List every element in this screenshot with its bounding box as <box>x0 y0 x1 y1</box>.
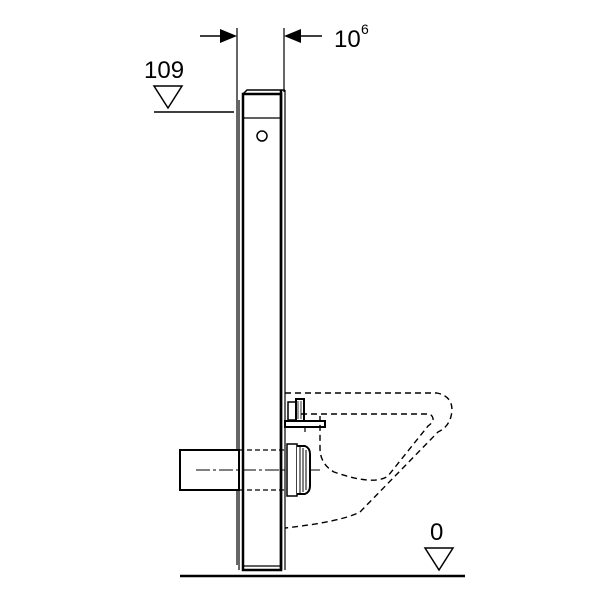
thickness-superscript: 6 <box>361 21 369 37</box>
height-triangle-icon <box>152 85 184 110</box>
height-marker: 109 <box>144 57 234 113</box>
flush-button-icon <box>256 130 268 142</box>
floor-triangle-icon <box>423 547 455 572</box>
water-connector <box>284 398 326 432</box>
floor-level-marker: 0 <box>423 519 455 572</box>
drain-connector <box>286 443 311 497</box>
floor-label: 0 <box>430 519 443 546</box>
thickness-label: 10 <box>334 26 361 53</box>
toilet-bowl-outline <box>284 392 453 529</box>
height-label: 109 <box>144 57 184 84</box>
thickness-dimension: 10 6 <box>200 21 369 53</box>
sanitary-module <box>238 89 286 572</box>
